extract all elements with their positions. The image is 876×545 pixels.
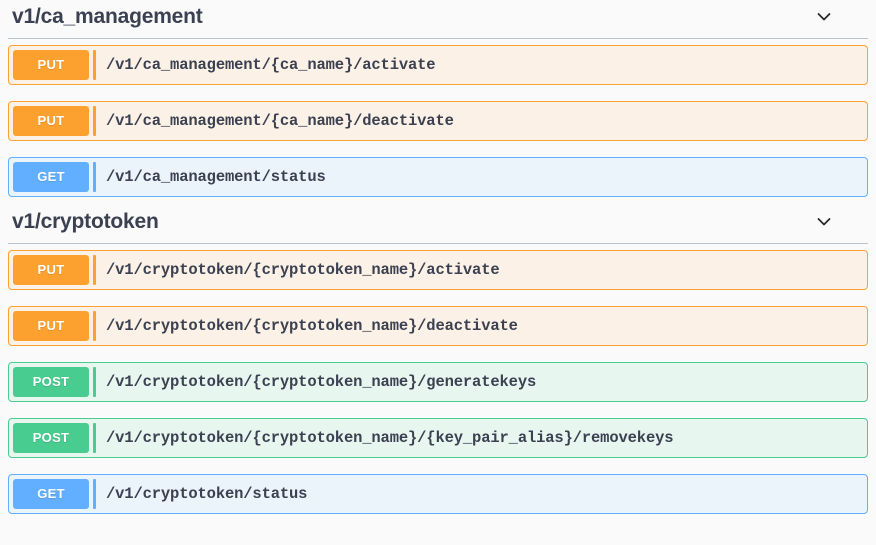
method-path-separator: [93, 162, 96, 192]
http-method-badge: GET: [13, 162, 89, 192]
http-method-badge: PUT: [13, 106, 89, 136]
operation-path: /v1/cryptotoken/status: [106, 485, 308, 503]
operation-path: /v1/ca_management/{ca_name}/deactivate: [106, 112, 454, 130]
operation-row[interactable]: GET/v1/ca_management/status: [8, 157, 868, 197]
http-method-badge: GET: [13, 479, 89, 509]
method-path-separator: [93, 367, 96, 397]
http-method-badge: POST: [13, 423, 89, 453]
operation-row[interactable]: GET/v1/cryptotoken/status: [8, 474, 868, 514]
method-path-separator: [93, 255, 96, 285]
tag-divider: [8, 243, 868, 244]
operation-path: /v1/cryptotoken/{cryptotoken_name}/activ…: [106, 261, 500, 279]
operation-row[interactable]: POST/v1/cryptotoken/{cryptotoken_name}/{…: [8, 418, 868, 458]
http-method-badge: POST: [13, 367, 89, 397]
tag-header-v1-cryptotoken[interactable]: v1/cryptotoken: [0, 205, 876, 239]
operation-row[interactable]: PUT/v1/cryptotoken/{cryptotoken_name}/de…: [8, 306, 868, 346]
http-method-badge: PUT: [13, 50, 89, 80]
method-path-separator: [93, 479, 96, 509]
method-path-separator: [93, 423, 96, 453]
chevron-down-icon[interactable]: [812, 5, 836, 29]
operation-path: /v1/ca_management/status: [106, 168, 326, 186]
operation-row[interactable]: PUT/v1/cryptotoken/{cryptotoken_name}/ac…: [8, 250, 868, 290]
method-path-separator: [93, 50, 96, 80]
method-path-separator: [93, 106, 96, 136]
operation-path: /v1/ca_management/{ca_name}/activate: [106, 56, 436, 74]
operation-row[interactable]: POST/v1/cryptotoken/{cryptotoken_name}/g…: [8, 362, 868, 402]
operation-row[interactable]: PUT/v1/ca_management/{ca_name}/activate: [8, 45, 868, 85]
operation-path: /v1/cryptotoken/{cryptotoken_name}/gener…: [106, 373, 537, 391]
operation-path: /v1/cryptotoken/{cryptotoken_name}/{key_…: [106, 429, 674, 447]
tag-title: v1/cryptotoken: [12, 210, 159, 233]
tag-divider: [8, 38, 868, 39]
http-method-badge: PUT: [13, 255, 89, 285]
operation-list: PUT/v1/cryptotoken/{cryptotoken_name}/ac…: [0, 250, 876, 514]
section-spacer: [0, 197, 876, 205]
tag-header-v1-ca-management[interactable]: v1/ca_management: [0, 0, 876, 34]
chevron-down-icon[interactable]: [812, 210, 836, 234]
tag-title: v1/ca_management: [12, 5, 203, 28]
operation-path: /v1/cryptotoken/{cryptotoken_name}/deact…: [106, 317, 518, 335]
operation-row[interactable]: PUT/v1/ca_management/{ca_name}/deactivat…: [8, 101, 868, 141]
http-method-badge: PUT: [13, 311, 89, 341]
method-path-separator: [93, 311, 96, 341]
